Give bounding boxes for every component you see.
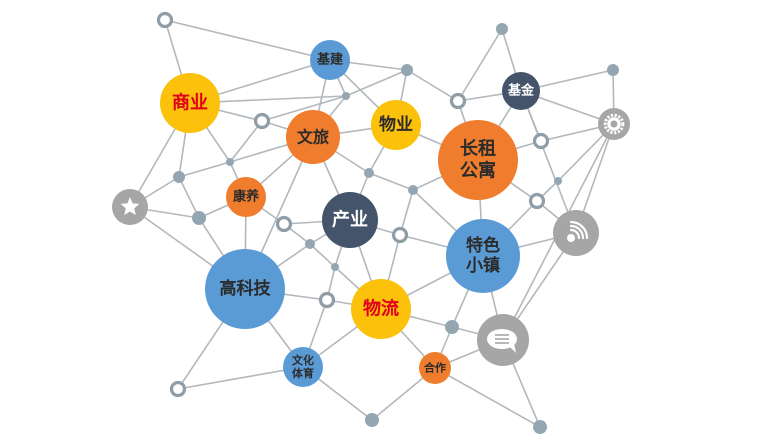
star-icon (112, 189, 148, 225)
node-wuye: 物业 (371, 100, 421, 150)
ring-node (156, 11, 174, 29)
edge-d1-r3 (406, 69, 459, 102)
node-circle (438, 120, 518, 200)
node-label: 合作 (424, 361, 446, 375)
node-shangye: 商业 (160, 73, 220, 133)
junction-dot (331, 263, 339, 271)
junction-dot (408, 185, 418, 195)
node-label: 康养 (233, 189, 260, 205)
ring-node (528, 192, 546, 210)
junction-dot (607, 64, 619, 76)
node-wenlv: 文旅 (286, 110, 340, 164)
junction-dot (533, 420, 547, 434)
node-label: 特色 (466, 235, 500, 256)
node-label: 高科技 (220, 278, 272, 299)
edge-d1-d4 (345, 69, 408, 97)
dots-layer (173, 23, 619, 434)
junction-dot (445, 320, 459, 334)
node-circle (226, 177, 266, 217)
ring-node (318, 291, 336, 309)
node-circle (502, 72, 540, 110)
node-label: 基建 (316, 52, 343, 68)
wifi-icon (553, 210, 599, 256)
node-chanye: 产业 (322, 192, 378, 248)
junction-dot (365, 413, 379, 427)
edge-d2-r3 (457, 28, 503, 102)
edge-r1-jijian (164, 19, 331, 61)
edge-d6-d8 (178, 176, 200, 219)
edge-d5-d6 (178, 161, 231, 178)
node-circle (446, 219, 520, 293)
edge-wenhua-r9 (177, 366, 304, 390)
ring-node (532, 132, 550, 150)
rings-layer (156, 11, 550, 398)
node-label: 基金 (507, 83, 535, 99)
junction-dot (192, 211, 206, 225)
node-kangyang: 康养 (226, 177, 266, 217)
junction-dot (401, 64, 413, 76)
edge-hezuo-d13 (434, 367, 541, 428)
junction-dot (496, 23, 508, 35)
node-label: 体育 (292, 366, 314, 380)
edge-d4-r2 (261, 95, 347, 122)
icon-nodes-layer (112, 108, 630, 366)
node-label: 文化 (292, 353, 314, 367)
junction-dot (305, 239, 315, 249)
ring-node (449, 92, 467, 110)
junction-dot (173, 171, 185, 183)
ring-node (275, 215, 293, 233)
junction-dot (342, 92, 350, 100)
node-gaokeji: 高科技 (205, 249, 285, 329)
edge-d9-d10 (309, 243, 336, 268)
chat-bubble-icon (477, 314, 529, 366)
ring-node (391, 226, 409, 244)
node-jijin: 基金 (502, 72, 540, 110)
ring-node (253, 112, 271, 130)
junction-dot (364, 168, 374, 178)
node-label: 物业 (379, 114, 413, 135)
node-circle (160, 73, 220, 133)
node-circle (351, 279, 411, 339)
node-label: 公寓 (460, 159, 496, 181)
node-label: 物流 (363, 298, 399, 320)
node-circle (205, 249, 285, 329)
node-circle (322, 192, 378, 248)
node-circle (371, 100, 421, 150)
node-wuliu: 物流 (351, 279, 411, 339)
edge-r2-d5 (229, 120, 263, 163)
edge-jijin-wifi (520, 90, 577, 234)
node-label: 产业 (332, 209, 368, 231)
node-circle (286, 110, 340, 164)
junction-dot (226, 158, 234, 166)
edge-d15-d7 (368, 172, 414, 191)
node-label: 商业 (172, 92, 208, 114)
node-circle (310, 40, 350, 80)
node-circle (283, 347, 323, 387)
node-hezuo: 合作 (419, 352, 451, 384)
ring-node (169, 380, 187, 398)
node-label: 长租 (460, 138, 496, 160)
node-circle (419, 352, 451, 384)
junction-dot (554, 177, 562, 185)
node-label: 文旅 (297, 128, 329, 147)
gear-icon (598, 108, 630, 140)
labeled-nodes-layer: 基建商业文旅物业长租公寓基金康养产业特色小镇高科技物流文化体育合作 (160, 40, 540, 387)
node-jijian: 基建 (310, 40, 350, 80)
node-label: 小镇 (466, 255, 500, 276)
